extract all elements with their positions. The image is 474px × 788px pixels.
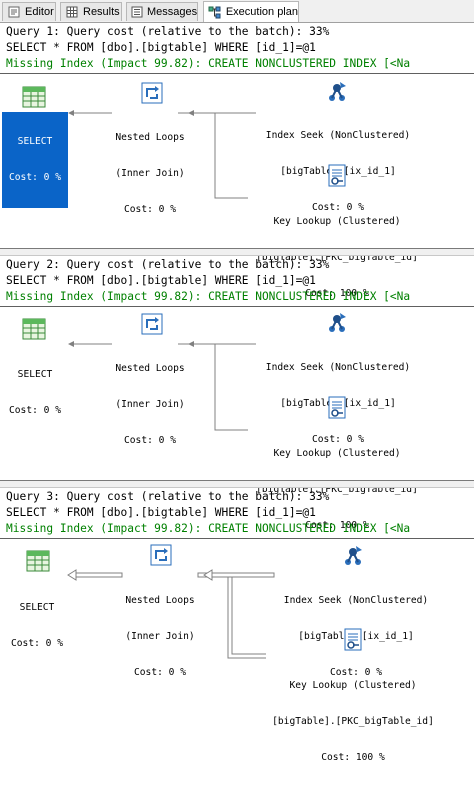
key-lookup-icon[interactable] (326, 396, 348, 424)
tab-label: Results (83, 6, 120, 18)
nested-loops-icon[interactable] (150, 544, 172, 570)
tab-editor[interactable]: Editor (2, 2, 56, 21)
divider (0, 306, 474, 307)
select-operator-icon[interactable] (26, 550, 50, 576)
select-operator-icon[interactable] (22, 318, 46, 344)
nested-loops-label: Nested Loops (Inner Join) Cost: 0 % (115, 363, 185, 446)
key-lookup-label: Key Lookup (Clustered) [bigTable].[PKC_b… (256, 216, 418, 299)
tab-label: Editor (25, 6, 54, 18)
nested-loops-icon[interactable] (141, 82, 163, 108)
divider (0, 538, 474, 539)
nested-loops-icon[interactable] (141, 313, 163, 339)
index-seek-icon[interactable] (326, 311, 348, 339)
query-cost-line: Query 2: Query cost (relative to the bat… (6, 258, 330, 271)
index-seek-icon[interactable] (326, 80, 348, 108)
select-operator-icon[interactable] (22, 86, 46, 112)
panel-divider[interactable] (0, 248, 474, 256)
key-lookup-label: Key Lookup (Clustered) [bigTable].[PKC_b… (272, 680, 434, 763)
query-sql-line: SELECT * FROM [dbo].[bigtable] WHERE [id… (6, 41, 316, 54)
query-sql-line: SELECT * FROM [dbo].[bigtable] WHERE [id… (6, 274, 316, 287)
grid-icon (65, 5, 79, 19)
divider (0, 73, 474, 74)
execution-plan-icon (208, 5, 222, 19)
nested-loops-label: Nested Loops (Inner Join) Cost: 0 % (115, 132, 185, 215)
missing-index-hint[interactable]: Missing Index (Impact 99.82): CREATE NON… (6, 522, 411, 535)
tab-label: Messages (147, 6, 198, 18)
tab-bar: Editor Results Messages Execution plan (0, 0, 474, 23)
panel-divider[interactable] (0, 480, 474, 488)
tab-label: Execution plan (225, 6, 298, 18)
tab-execution-plan[interactable]: Execution plan (203, 1, 299, 22)
editor-icon (7, 5, 21, 19)
index-seek-icon[interactable] (342, 544, 364, 572)
query-cost-line: Query 1: Query cost (relative to the bat… (6, 25, 330, 38)
nested-loops-label: Nested Loops (Inner Join) Cost: 0 % (125, 595, 195, 678)
key-lookup-icon[interactable] (326, 164, 348, 192)
select-operator-label[interactable]: SELECT Cost: 0 % (2, 112, 68, 208)
tab-results[interactable]: Results (60, 2, 122, 21)
select-operator-label[interactable]: SELECT Cost: 0 % (11, 602, 63, 649)
query-cost-line: Query 3: Query cost (relative to the bat… (6, 490, 330, 503)
missing-index-hint[interactable]: Missing Index (Impact 99.82): CREATE NON… (6, 290, 411, 303)
key-lookup-icon[interactable] (342, 628, 364, 656)
key-lookup-label: Key Lookup (Clustered) [bigTable].[PKC_b… (256, 448, 418, 531)
messages-icon (131, 5, 143, 19)
select-operator-label[interactable]: SELECT Cost: 0 % (9, 369, 61, 416)
query-sql-line: SELECT * FROM [dbo].[bigtable] WHERE [id… (6, 506, 316, 519)
tab-messages[interactable]: Messages (126, 2, 198, 21)
missing-index-hint[interactable]: Missing Index (Impact 99.82): CREATE NON… (6, 57, 411, 70)
